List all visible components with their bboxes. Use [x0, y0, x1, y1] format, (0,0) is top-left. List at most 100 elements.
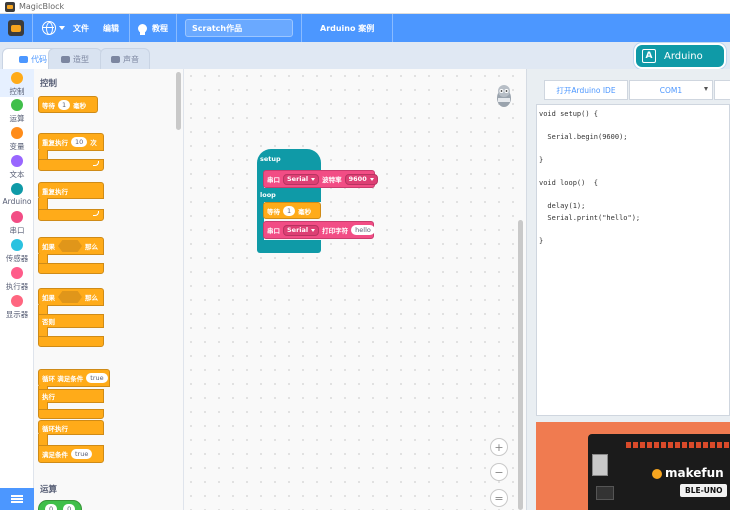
block-text: 重复执行	[42, 139, 68, 147]
block-text: 满足条件	[42, 451, 68, 459]
category-dot-icon	[11, 99, 23, 111]
block-wait[interactable]: 等待 1 毫秒	[38, 96, 98, 113]
block-else-arm	[38, 327, 48, 337]
add-extension-button[interactable]	[0, 488, 34, 510]
category-control[interactable]: 控制	[0, 69, 34, 97]
block-text: 循环执行	[42, 424, 68, 433]
block-wait-placed[interactable]: 等待 1 毫秒	[263, 202, 321, 219]
category-displays[interactable]: 显示器	[0, 295, 34, 320]
app-logo-icon	[5, 1, 15, 12]
workspace-scrollbar[interactable]	[518, 220, 523, 510]
block-do-while[interactable]: 循环执行	[38, 420, 104, 435]
category-label: Arduino	[2, 197, 32, 206]
serial-port-dropdown[interactable]: Serial	[283, 224, 320, 236]
block-text: 等待	[267, 207, 280, 216]
window-title: MagicBlock	[19, 2, 65, 11]
block-number-input[interactable]: 0	[63, 504, 76, 510]
serial-port-dropdown[interactable]: Serial	[283, 173, 320, 185]
upload-button[interactable]	[714, 80, 730, 100]
edit-menu[interactable]: 编辑	[103, 23, 119, 33]
category-actuators[interactable]: 执行器	[0, 267, 34, 292]
zoom-in-button[interactable]: +	[490, 438, 508, 456]
tab-costumes[interactable]: 造型	[48, 48, 102, 69]
title-bar: MagicBlock	[0, 0, 730, 14]
chevron-down-icon	[59, 26, 65, 30]
category-dot-icon	[11, 183, 23, 195]
extension-icon	[11, 495, 23, 503]
block-repeat-until[interactable]: 循环 满足条件 true	[38, 369, 110, 387]
block-setup-loop[interactable]: setup	[257, 149, 321, 171]
block-forever[interactable]: 重复执行	[38, 182, 104, 199]
block-number-input[interactable]: 10	[71, 137, 88, 147]
code-blocks-icon	[19, 56, 28, 63]
sprite-mascot-icon[interactable]	[494, 84, 514, 108]
board-image: makefun BLE-UNO	[536, 422, 730, 510]
block-palette: 控制 等待 1 毫秒 重复执行 10 次 重复执行 如果 那么 如果 那么 否则…	[34, 69, 184, 510]
block-repeat-until-foot	[38, 409, 104, 419]
block-repeat-until-arm	[38, 386, 48, 390]
block-boolean-input[interactable]: true	[86, 373, 108, 383]
zoom-reset-button[interactable]: =	[490, 489, 508, 507]
block-if-else[interactable]: 如果 那么	[38, 288, 104, 306]
editor-tabs: 代码 造型 声音	[0, 42, 730, 70]
block-operator-add[interactable]: 0 0	[38, 500, 82, 510]
boolean-slot[interactable]	[58, 291, 82, 303]
menu-bar: 文件 编辑 教程 Arduino 案例	[0, 14, 730, 42]
baud-rate-dropdown[interactable]: 9600	[344, 173, 378, 185]
category-dot-icon	[11, 239, 23, 251]
board-brand: makefun	[652, 466, 724, 480]
block-setup-loop-foot	[257, 240, 321, 253]
block-if-else-arm	[38, 305, 48, 315]
block-boolean-input[interactable]: true	[71, 449, 93, 459]
palette-scrollbar[interactable]	[176, 72, 181, 130]
zoom-out-button[interactable]: −	[490, 463, 508, 481]
block-text: 串口	[267, 176, 280, 184]
block-text-input[interactable]: hello	[351, 225, 375, 235]
category-text[interactable]: 文本	[0, 155, 34, 180]
board-chip	[596, 486, 614, 500]
tab-code-label: 代码	[31, 55, 47, 64]
category-dot-icon	[11, 211, 23, 223]
category-label: 运算	[9, 114, 25, 123]
block-serial-print[interactable]: 串口 Serial 打印字符 hello	[263, 221, 375, 239]
category-operators[interactable]: 运算	[0, 99, 34, 124]
block-serial-begin[interactable]: 串口 Serial 波特率 9600	[263, 170, 378, 188]
generated-code[interactable]: void setup() { Serial.begin(9600); } voi…	[536, 104, 730, 416]
com-port-select[interactable]: COM1	[629, 80, 713, 100]
block-text: 那么	[85, 294, 98, 302]
block-text: 毫秒	[73, 101, 87, 110]
block-text: 如果	[42, 243, 55, 251]
block-forever-foot	[38, 209, 104, 221]
block-text: setup	[260, 155, 281, 163]
file-menu[interactable]: 文件	[73, 23, 89, 33]
block-number-input[interactable]: 1	[58, 99, 71, 110]
code-workspace[interactable]	[184, 69, 526, 510]
block-number-input[interactable]: 0	[45, 504, 58, 510]
block-forever-arm	[38, 198, 48, 210]
block-repeat[interactable]: 重复执行 10 次	[38, 133, 104, 151]
category-serial[interactable]: 串口	[0, 211, 34, 236]
brush-icon	[61, 55, 70, 63]
boolean-slot[interactable]	[58, 240, 82, 252]
block-else-row: 否则	[38, 314, 104, 328]
category-variables[interactable]: 变量	[0, 127, 34, 152]
board-usb-port	[592, 454, 608, 476]
block-text: 毫秒	[298, 207, 312, 216]
language-menu[interactable]	[42, 14, 65, 42]
loop-arrow-icon	[93, 211, 99, 216]
open-arduino-ide-button[interactable]: 打开Arduino IDE	[544, 80, 628, 100]
category-dot-icon	[11, 267, 23, 279]
arduino-examples-menu[interactable]: Arduino 案例	[320, 23, 375, 33]
tab-sounds[interactable]: 声音	[100, 48, 150, 69]
block-if-then[interactable]: 如果 那么	[38, 237, 104, 255]
category-arduino[interactable]: Arduino	[0, 183, 34, 206]
tutorial-menu[interactable]: 教程	[138, 14, 168, 42]
category-sensors[interactable]: 传感器	[0, 239, 34, 264]
project-name-input[interactable]	[185, 19, 293, 37]
block-number-input[interactable]: 1	[283, 205, 296, 216]
arduino-mode-button[interactable]: A Arduino	[636, 45, 724, 67]
category-label: 控制	[9, 87, 25, 96]
block-if-arm	[38, 254, 48, 264]
block-text: 串口	[267, 227, 280, 235]
arduino-mode-label: Arduino	[664, 50, 703, 62]
